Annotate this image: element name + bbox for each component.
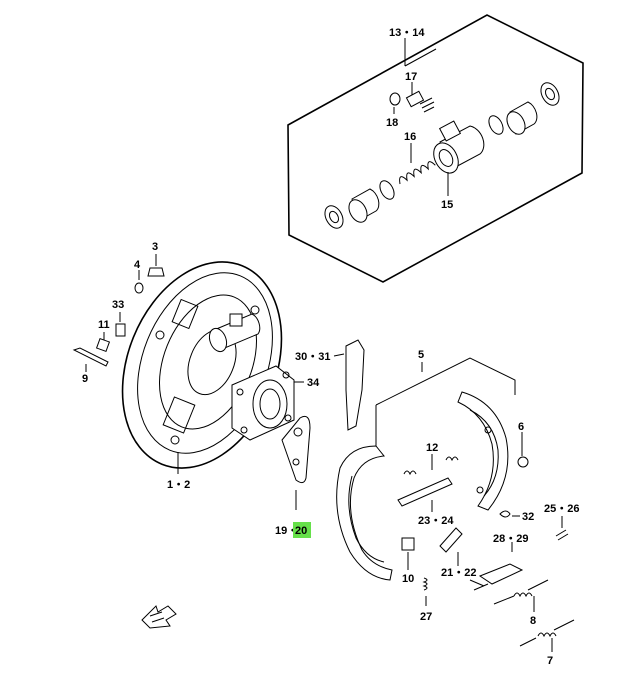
label-8: 8	[530, 615, 536, 627]
adjuster-strut	[333, 339, 365, 431]
hub-flange-bearing	[231, 365, 295, 441]
brake-shoe-group-box	[375, 357, 516, 452]
label-21-22: 21・22	[441, 567, 476, 579]
fasteners-left	[72, 254, 304, 474]
label-6: 6	[518, 421, 524, 433]
label-25-26: 25・26	[544, 503, 579, 515]
label-15: 15	[441, 199, 453, 211]
label-27: 27	[420, 611, 432, 623]
wheel-cylinder-detail-box	[287, 14, 584, 283]
label-4: 4	[134, 259, 141, 271]
label-34: 34	[307, 377, 320, 389]
brake-shoe-front	[336, 445, 393, 581]
label-20: 20	[295, 525, 307, 537]
parking-brake-lever	[281, 415, 311, 510]
label-7: 7	[547, 655, 553, 667]
label-16: 16	[404, 131, 416, 143]
label-13-14: 13・14	[389, 27, 425, 39]
label-18: 18	[386, 117, 398, 129]
label-32: 32	[522, 511, 534, 523]
wheel-cylinder-parts	[324, 82, 560, 229]
label-11: 11	[98, 319, 110, 331]
label-30-31: 30・31	[295, 351, 330, 363]
label-1-2: 1・2	[167, 479, 190, 491]
label-17: 17	[405, 71, 417, 83]
brake-shoe-rear	[457, 391, 509, 511]
label-23-24: 23・24	[418, 515, 454, 527]
small-hardware	[397, 432, 575, 652]
label-10: 10	[402, 573, 414, 585]
label-9: 9	[82, 373, 88, 385]
label-5: 5	[418, 349, 424, 361]
label-19: 19・	[275, 525, 298, 537]
brake-backing-plate	[121, 261, 283, 469]
label-28-29: 28・29	[493, 533, 528, 545]
part-labels: 13・14 17 18 16 15 3 4 33 11 9 34 30・31 5…	[82, 27, 579, 667]
highlight-box-20	[293, 522, 311, 538]
label-33: 33	[112, 299, 124, 311]
label-3: 3	[152, 241, 158, 253]
label-12: 12	[426, 442, 438, 454]
front-direction-arrow-icon	[141, 605, 177, 629]
